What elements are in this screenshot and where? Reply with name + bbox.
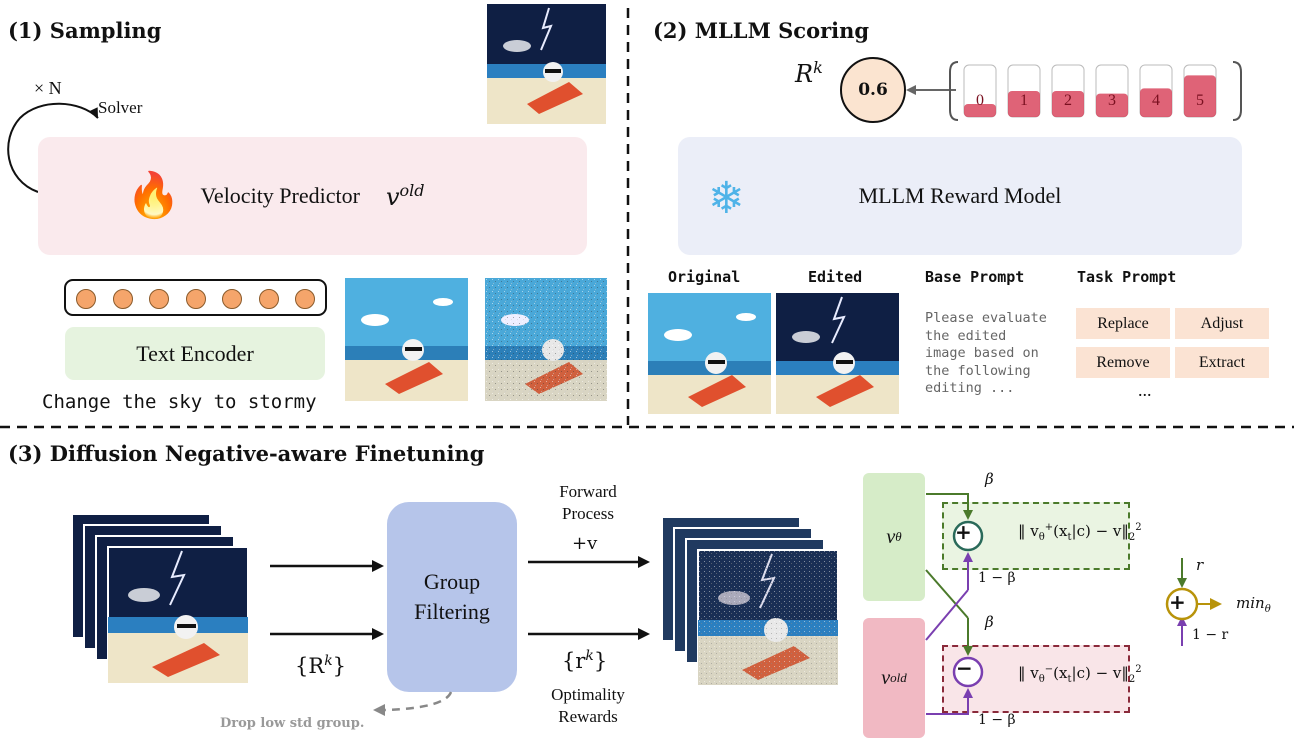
token-circle	[149, 289, 169, 309]
svg-text:0: 0	[976, 92, 984, 109]
drop-arrow	[373, 691, 453, 716]
stormy-output-image	[487, 4, 606, 124]
mllm-reward-model-box: ❄ MLLM Reward Model	[678, 137, 1242, 255]
minus-symbol: −	[956, 656, 973, 680]
velocity-predictor-label: Velocity Predictor	[200, 183, 360, 208]
column-header-base-prompt: Base Prompt	[925, 268, 1025, 286]
min-theta-label: minθ	[1236, 594, 1271, 615]
svg-text:3: 3	[1108, 92, 1116, 109]
plus-v-label: +v	[572, 533, 598, 554]
task-replace: Replace	[1076, 308, 1170, 339]
score-cell-1: 1	[1007, 64, 1041, 118]
task-more: ...	[1138, 380, 1152, 400]
score-cell-0: 0	[963, 64, 997, 118]
text-token-sequence	[64, 279, 327, 316]
reward-symbol: Rk	[795, 58, 823, 88]
one-minus-beta-bottom: 1 − β	[978, 712, 1016, 728]
score-cell-3: 3	[1095, 64, 1129, 118]
section-title-finetuning: (3) Diffusion Negative-aware Finetuning	[8, 441, 485, 466]
edited-image	[776, 293, 899, 414]
token-circle	[258, 289, 279, 309]
beta-bottom: β	[985, 613, 994, 631]
svg-text:1: 1	[1020, 92, 1028, 109]
input-arrows	[270, 560, 384, 640]
score-cell-5: 5	[1183, 64, 1217, 118]
edited-image-stack	[71, 513, 249, 684]
velocity-predictor-box: 🔥 Velocity Predictor vold	[38, 137, 587, 255]
instruction-text: Change the sky to stormy	[42, 391, 317, 413]
output-arrows	[528, 556, 650, 640]
solver-label: Solver	[98, 98, 143, 117]
snowflake-icon: ❄	[708, 173, 745, 224]
column-header-edited: Edited	[808, 268, 863, 286]
forward-process-label: Forward Process	[559, 482, 617, 523]
task-adjust: Adjust	[1175, 308, 1269, 339]
r-label: r	[1196, 556, 1204, 574]
plus-symbol: +	[955, 520, 972, 544]
beta-top: β	[985, 470, 994, 488]
optimality-set-label: {rk}	[562, 648, 608, 673]
velocity-symbol: vold	[385, 181, 425, 211]
one-minus-r-label: 1 − r	[1192, 627, 1229, 643]
group-filtering-box: Group Filtering	[387, 502, 517, 692]
positive-loss-formula: ‖ vθ+(xt|c) − v‖22	[1018, 522, 1142, 543]
svg-text:4: 4	[1152, 92, 1160, 109]
svg-text:5: 5	[1196, 92, 1204, 109]
group-filtering-line2: Filtering	[414, 599, 490, 624]
combine-plus-symbol: +	[1169, 590, 1186, 614]
token-circle	[112, 289, 133, 309]
min-arrowhead	[1210, 598, 1222, 610]
section-title-sampling: (1) Sampling	[8, 18, 162, 43]
text-encoder-box: Text Encoder	[65, 327, 325, 380]
score-scale: 0 1 2 3 4 5	[949, 61, 1242, 121]
optimality-rewards-label: Optimality Rewards	[551, 685, 625, 726]
score-cell-4: 4	[1139, 64, 1173, 118]
token-circle	[76, 289, 96, 309]
svg-text:2: 2	[1064, 92, 1072, 109]
original-image	[648, 293, 771, 414]
noisy-image-stack	[661, 516, 839, 686]
reward-score-circle: 0.6	[840, 57, 906, 123]
negative-loss-formula: ‖ vθ−(xt|c) − v‖22	[1018, 664, 1142, 685]
group-filtering-line1: Group	[423, 569, 481, 594]
column-header-original: Original	[668, 268, 741, 286]
reward-set-label: {Rk}	[295, 653, 347, 678]
drop-label: Drop low std group.	[220, 716, 365, 731]
mllm-reward-model-label: MLLM Reward Model	[858, 183, 1062, 208]
noisy-image	[485, 278, 607, 401]
score-cell-2: 2	[1051, 64, 1085, 118]
source-image	[345, 278, 468, 401]
loss-connections	[925, 493, 1214, 715]
token-circle	[222, 289, 242, 309]
base-prompt-text: Please evaluate the edited image based o…	[925, 310, 1047, 396]
token-circle	[185, 289, 206, 309]
times-n-label: × N	[34, 78, 62, 98]
task-remove: Remove	[1076, 347, 1170, 378]
fire-icon: 🔥	[126, 171, 181, 220]
section-title-scoring: (2) MLLM Scoring	[653, 18, 870, 43]
solver-loop-arrow	[7, 102, 99, 193]
column-header-task-prompt: Task Prompt	[1077, 268, 1177, 286]
one-minus-beta-top: 1 − β	[978, 570, 1016, 586]
task-extract: Extract	[1175, 347, 1269, 378]
token-circle	[295, 289, 315, 309]
